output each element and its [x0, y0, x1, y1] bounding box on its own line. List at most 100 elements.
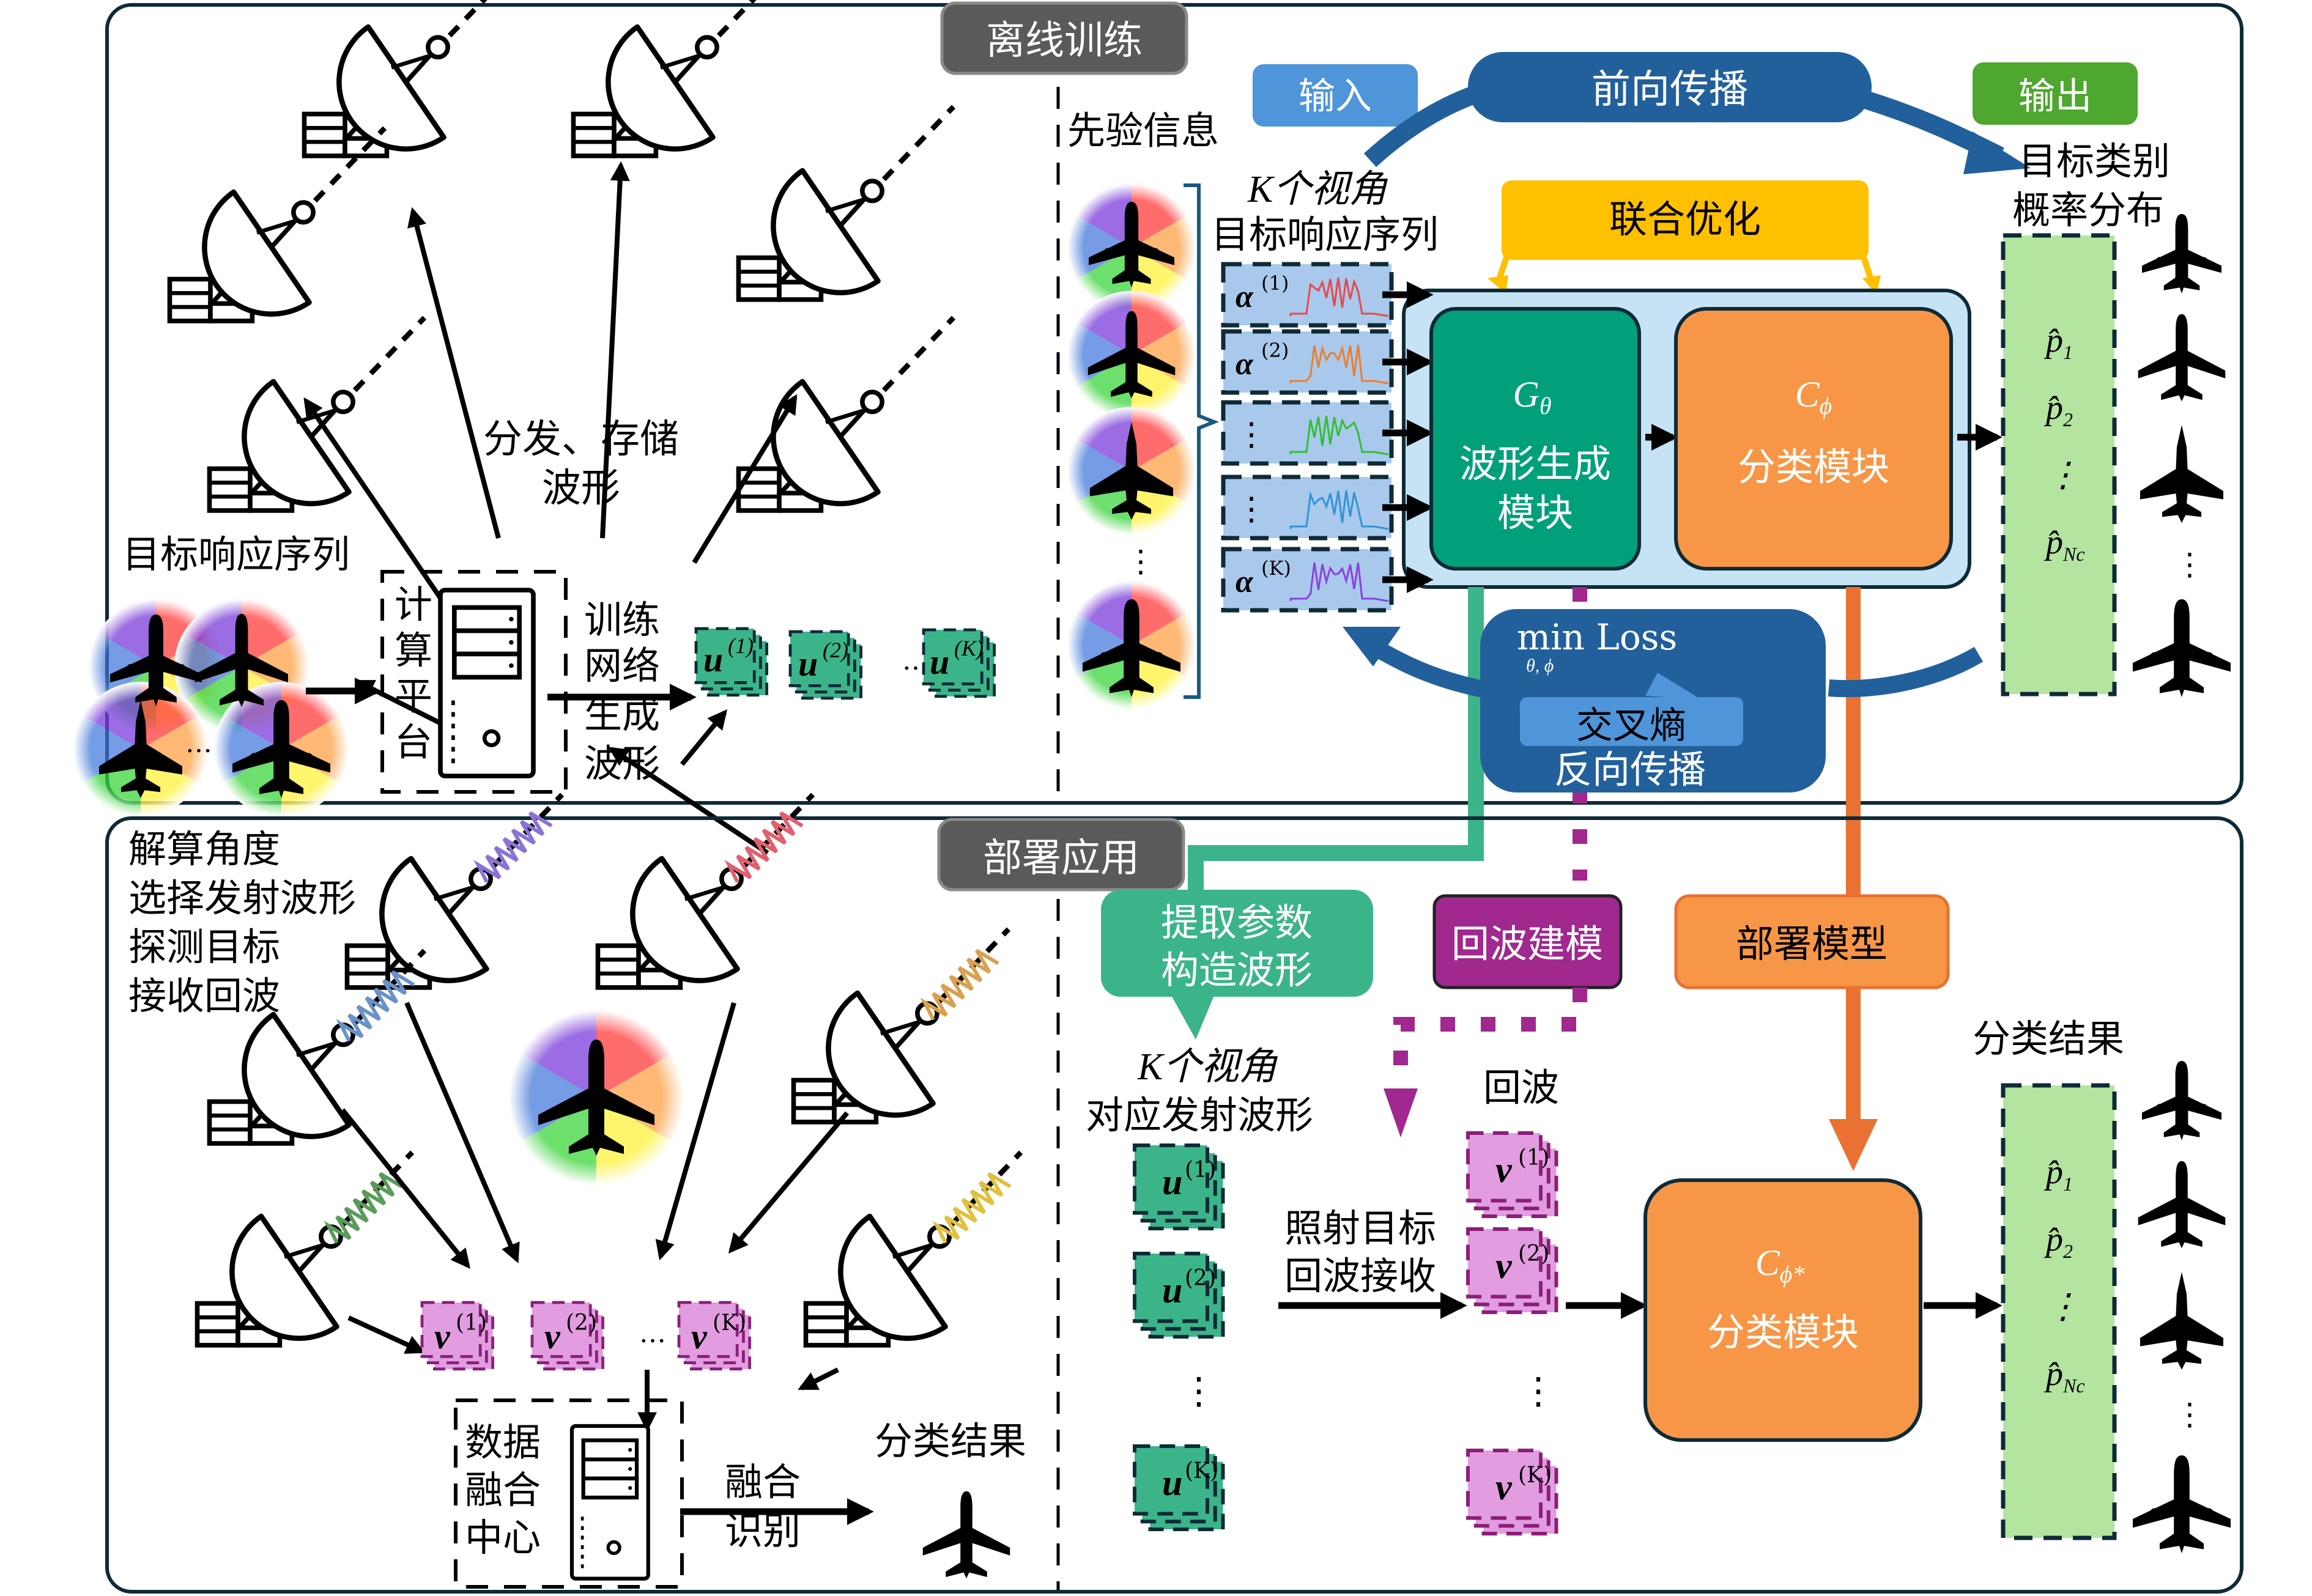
echo-label: 回波: [1483, 1065, 1559, 1110]
svg-text:(K): (K): [1261, 556, 1291, 580]
deployed-classifier-module[interactable]: [1643, 1178, 1922, 1442]
prob-list: p̂1p̂2⋮p̂Nc: [2043, 322, 2085, 565]
classifier-module[interactable]: [1674, 307, 1953, 571]
waveform-generator-module[interactable]: [1429, 307, 1641, 571]
echo-arrows: [340, 1002, 850, 1391]
k-views-label: K个视角: [1247, 169, 1388, 210]
svg-text:v: v: [1495, 1150, 1513, 1190]
section-title-offline: 离线训练: [986, 18, 1143, 64]
sequence-item: α (2): [1221, 329, 1434, 395]
sequence-item: α(1): [1221, 262, 1434, 328]
input-tag: [1253, 64, 1418, 127]
svg-text:u: u: [1162, 1270, 1182, 1310]
svg-text:计: 计: [395, 582, 432, 627]
svg-text:(1): (1): [1185, 1158, 1216, 1183]
svg-text:选择发射波形: 选择发射波形: [128, 876, 356, 920]
svg-text:(K): (K): [713, 1310, 746, 1336]
svg-text:⋮: ⋮: [1236, 416, 1267, 453]
svg-text:v: v: [1495, 1467, 1513, 1507]
result-label-left: 分类结果: [875, 1419, 1026, 1463]
illuminate-label-2: 回波接收: [1284, 1254, 1436, 1298]
response-waveform: [1289, 277, 1389, 317]
fusion-center-box: [454, 1398, 684, 1589]
prior-info-label: 先验信息: [1067, 108, 1219, 153]
tx-waveform-signals: [324, 811, 1012, 1244]
input-label: 输入: [1299, 75, 1372, 118]
svg-text:⋮: ⋮: [1125, 544, 1156, 579]
deployed-classifier-symbol: Cϕ*: [1755, 1243, 1805, 1288]
svg-text:台: 台: [395, 720, 432, 764]
echo-model-tag: [1432, 894, 1623, 989]
rx-echo-card: v(K): [1468, 1450, 1557, 1534]
generator-label: 波形生成: [1459, 441, 1611, 486]
prob-item: ⋮: [2046, 456, 2080, 494]
prob-item: ⋮: [2046, 1288, 2080, 1326]
deployed-classifier-label: 分类模块: [1707, 1310, 1859, 1354]
waveform-card: u (2): [790, 632, 861, 698]
svg-text:(1): (1): [1261, 272, 1289, 295]
echo-model-arrowhead: [1384, 1088, 1418, 1137]
echo-card: v (1): [422, 1302, 493, 1369]
svg-text:(K): (K): [1518, 1463, 1552, 1488]
k-views-label-2: 目标响应序列: [1211, 212, 1439, 257]
k-views-tx-label-2: 对应发射波形: [1086, 1093, 1313, 1137]
output-label: 输出: [2018, 75, 2092, 118]
tx-waveform-card: u(1): [1135, 1145, 1223, 1228]
result-label-right: 分类结果: [1973, 1016, 2124, 1061]
svg-text:(2): (2): [823, 638, 848, 662]
ellipsis: …: [639, 1318, 666, 1349]
echo-model-label: 回波建模: [1451, 922, 1603, 966]
prob-item: p̂2: [2043, 389, 2073, 430]
svg-text:⋮: ⋮: [1236, 491, 1267, 528]
forward-prop-label: 前向传播: [1591, 67, 1748, 113]
svg-text:v: v: [434, 1317, 451, 1356]
prob-distribution-box: [2001, 233, 2117, 696]
prob-distribution-box-deploy: [2001, 1083, 2117, 1540]
extract-label-2: 构造波形: [1161, 948, 1313, 992]
illuminate-label: 照射目标: [1284, 1206, 1436, 1251]
tx-waveform-list: u(1)u(2)u(K): [1135, 1145, 1223, 1529]
target-response-seq-label: 目标响应序列: [122, 532, 350, 577]
output-dist-label-2: 概率分布: [2012, 188, 2164, 232]
target-aircraft-cluster: …: [73, 599, 349, 816]
svg-text:u: u: [798, 644, 818, 684]
generator-symbol: Gθ: [1513, 374, 1552, 419]
generator-label-2: 模块: [1497, 490, 1573, 535]
train-generate-label: 训练 网络 生成 波形: [584, 597, 660, 786]
svg-text:中心: 中心: [465, 1515, 541, 1560]
prob-item: p̂Nc: [2043, 1355, 2085, 1397]
sequence-item: α(K): [1221, 547, 1434, 613]
svg-text:(2): (2): [1261, 339, 1289, 362]
forward-prop-tag: [1468, 52, 1872, 122]
prob-item: p̂1: [2043, 322, 2073, 363]
backprop-arrow-right: [1828, 646, 1984, 698]
prior-aircraft-column: ⋮: [1067, 183, 1196, 709]
svg-text:u: u: [703, 640, 723, 679]
svg-text:(K): (K): [1185, 1458, 1218, 1483]
fusion-center-label: 数据 融合 中心: [465, 1420, 541, 1560]
svg-text:解算角度: 解算角度: [128, 827, 280, 871]
svg-text:(2): (2): [1518, 1241, 1549, 1266]
waveform-card: u (1): [696, 629, 767, 695]
sequence-list: α(1) α (2) ⋮ ⋮ α(K): [1221, 262, 1434, 613]
fusion-recog-label: 融合: [725, 1460, 801, 1504]
extract-connector: [1188, 587, 1484, 899]
svg-text:⋮: ⋮: [2174, 1397, 2205, 1432]
result-aircraft: [922, 1491, 1010, 1579]
distribute-arrows: [303, 161, 798, 855]
extract-label: 提取参数: [1161, 900, 1313, 945]
echo-card: v (K): [679, 1302, 750, 1369]
server-icon: [440, 590, 533, 776]
cross-entropy-tag: [1520, 697, 1743, 746]
response-waveform: [1289, 415, 1389, 456]
section-tag-deploy: 部署应用: [937, 818, 1185, 892]
svg-text:u: u: [1162, 1162, 1182, 1202]
radar-icon: [598, 795, 813, 988]
tx-waveform-card: u(2): [1135, 1254, 1223, 1337]
vdots: ⋮: [1520, 1370, 1557, 1413]
svg-text:α: α: [1236, 347, 1254, 382]
prob-item: p̂1: [2043, 1153, 2073, 1195]
svg-text:波形: 波形: [584, 741, 660, 786]
svg-text:接收回波: 接收回波: [128, 973, 280, 1018]
target-aircraft: [509, 1010, 684, 1185]
